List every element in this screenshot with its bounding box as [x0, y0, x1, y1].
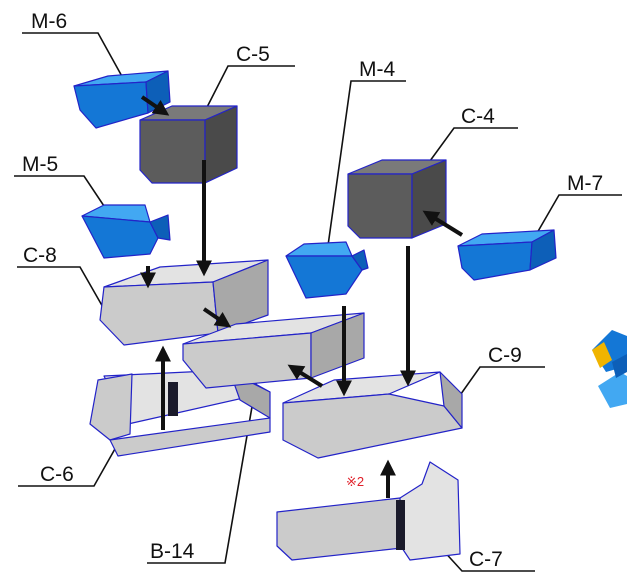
arrow-m7-to-c4 [422, 210, 464, 237]
label-b14: B-14 [150, 540, 195, 563]
part-b14-block [182, 312, 365, 389]
leader-line-c9 [450, 366, 545, 409]
leader-line-c6 [18, 439, 121, 487]
label-c5: C-5 [236, 43, 270, 66]
label-c4: C-4 [461, 105, 495, 128]
label-m5: M-5 [22, 153, 58, 176]
part-c5-block [139, 105, 238, 184]
label-c6: C-6 [40, 463, 74, 486]
arrow-m6-to-c5 [140, 95, 170, 116]
leader-line-m4 [325, 80, 406, 261]
label-m7: M-7 [567, 172, 603, 195]
leader-line-m5 [14, 175, 113, 219]
label-c7: C-7 [469, 548, 503, 571]
part-m4-block [285, 241, 369, 299]
arrow-c9-to-b14 [287, 364, 324, 388]
leader-line-m7 [532, 194, 622, 241]
leader-line-c8 [17, 266, 109, 317]
part-m5-block [81, 204, 171, 259]
partial-part-cluster [592, 330, 627, 408]
label-c9: C-9 [488, 344, 522, 367]
part-c4-block [347, 159, 447, 239]
part-c7-block [276, 461, 461, 561]
label-c8: C-8 [23, 244, 57, 267]
leader-line-m6 [22, 32, 125, 81]
arrow-c8-to-b14 [202, 307, 232, 328]
part-c9-block [282, 371, 463, 459]
part-c6-block [89, 369, 271, 457]
part-m7-block [457, 229, 557, 281]
label-m4: M-4 [359, 58, 395, 81]
note-marker: ※2 [346, 474, 364, 489]
leader-line-c5 [201, 65, 295, 118]
label-m6: M-6 [31, 10, 67, 33]
